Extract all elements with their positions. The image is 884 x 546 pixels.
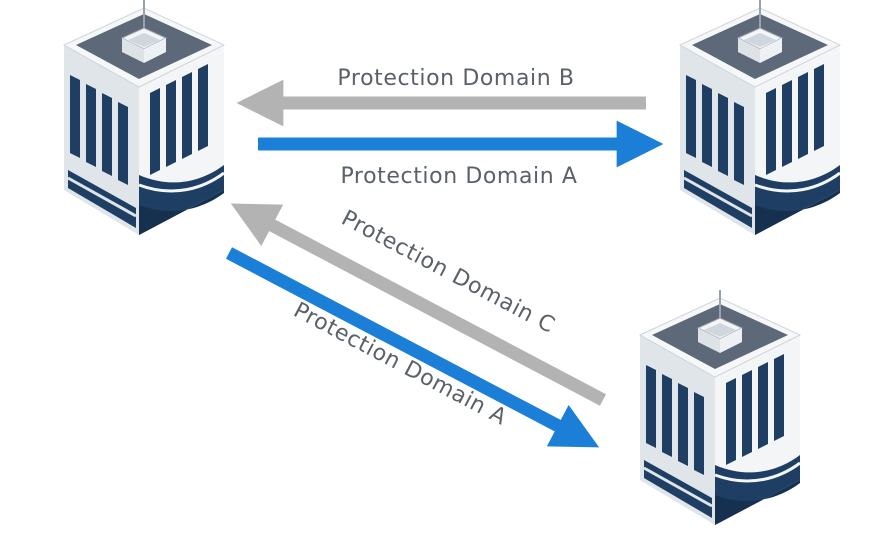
datacenter-left-icon [62, 0, 226, 237]
arrow-diagonal-gray [230, 203, 607, 406]
label-protection-domain-a-top: Protection Domain A [340, 164, 577, 189]
label-protection-domain-a-diagonal: Protection Domain A [289, 298, 510, 431]
label-protection-domain-b: Protection Domain B [337, 66, 574, 91]
datacenter-right-icon [678, 0, 842, 237]
datacenter-bottom-right-icon [638, 288, 802, 527]
arrow-diagonal-blue [225, 247, 600, 448]
